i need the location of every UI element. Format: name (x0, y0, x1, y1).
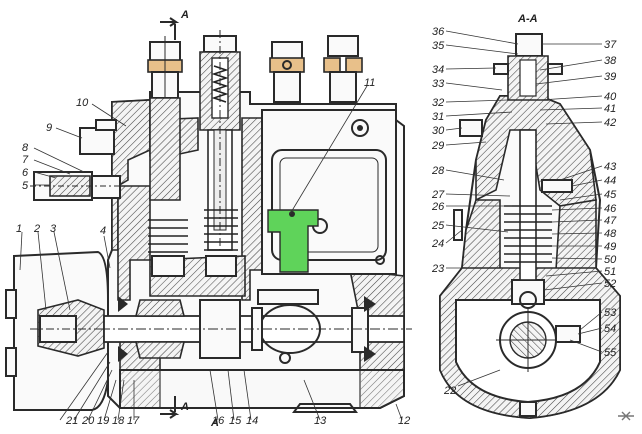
callout-35: 35 (432, 40, 445, 52)
callout-21: 21 (65, 415, 78, 427)
callout-48: 48 (604, 228, 617, 240)
callout-32: 32 (432, 97, 444, 109)
callout-41: 41 (604, 103, 616, 115)
callout-14: 14 (246, 415, 258, 427)
callouts-left: 1 2 3 4 5 6 7 8 9 10 11 12 13 14 15 16 1… (16, 77, 410, 427)
section-line: A A A (160, 9, 219, 429)
callout-18: 18 (112, 415, 125, 427)
inlet-fitting (30, 119, 130, 201)
callout-11: 11 (364, 77, 375, 89)
callout-46: 46 (604, 203, 617, 215)
callout-3: 3 (50, 223, 57, 235)
callout-5: 5 (22, 180, 29, 192)
callout-44: 44 (604, 175, 616, 187)
section-title: A-A (517, 13, 538, 25)
leader-lines-left (19, 85, 403, 421)
pump-element-4 (323, 35, 363, 103)
callout-4: 4 (100, 225, 106, 237)
callout-52: 52 (604, 278, 616, 290)
callout-19: 19 (97, 415, 109, 427)
section-mark-top: A (180, 9, 189, 21)
callout-34: 34 (432, 64, 444, 76)
callout-31: 31 (432, 111, 444, 123)
callout-7: 7 (22, 154, 29, 166)
callout-37: 37 (604, 39, 617, 51)
callout-27: 27 (431, 189, 445, 201)
callout-15: 15 (229, 415, 242, 427)
cross-section-a-a: A-A (431, 13, 621, 420)
camshaft (100, 289, 412, 364)
callout-16: 16 (212, 415, 225, 427)
bearings (118, 296, 376, 362)
callout-42: 42 (604, 117, 616, 129)
plunger-springs (148, 209, 238, 277)
callout-23: 23 (431, 263, 445, 275)
callout-13: 13 (314, 415, 327, 427)
callouts-right: 22 23 24 25 26 27 28 29 30 31 32 33 34 3… (431, 26, 617, 397)
callout-40: 40 (604, 91, 617, 103)
callout-6: 6 (22, 167, 29, 179)
callout-1: 1 (16, 223, 22, 235)
callout-39: 39 (604, 71, 616, 83)
callout-17: 17 (127, 415, 140, 427)
callout-33: 33 (432, 78, 445, 90)
callout-54: 54 (604, 323, 616, 335)
callout-8: 8 (22, 142, 29, 154)
section-mark-bottom-lower: A (210, 417, 219, 429)
callout-51: 51 (604, 266, 616, 278)
callout-12: 12 (398, 415, 410, 427)
callout-2: 2 (33, 223, 40, 235)
callout-55: 55 (604, 347, 617, 359)
callout-25: 25 (431, 220, 445, 232)
pump-element-1 (147, 36, 183, 201)
longitudinal-section: A A A (5, 9, 412, 429)
callout-29: 29 (431, 140, 444, 152)
callout-47: 47 (604, 215, 617, 227)
callout-53: 53 (604, 307, 617, 319)
callout-43: 43 (604, 161, 617, 173)
callout-28: 28 (431, 165, 445, 177)
pump-element-2 (199, 30, 241, 251)
callout-24: 24 (431, 238, 444, 250)
callout-49: 49 (604, 241, 616, 253)
pump-element-3 (269, 41, 305, 103)
callout-9: 9 (46, 122, 52, 134)
callout-26: 26 (431, 201, 445, 213)
section-mark-bottom: A (180, 401, 189, 413)
leader-lines-right (445, 30, 603, 387)
callout-22: 22 (443, 385, 456, 397)
callout-50: 50 (604, 254, 617, 266)
callout-30: 30 (432, 125, 445, 137)
callout-10: 10 (76, 97, 89, 109)
callout-38: 38 (604, 55, 617, 67)
callout-45: 45 (604, 189, 617, 201)
callout-36: 36 (432, 26, 445, 38)
callout-20: 20 (81, 415, 95, 427)
corner-logo-icon (618, 411, 634, 421)
